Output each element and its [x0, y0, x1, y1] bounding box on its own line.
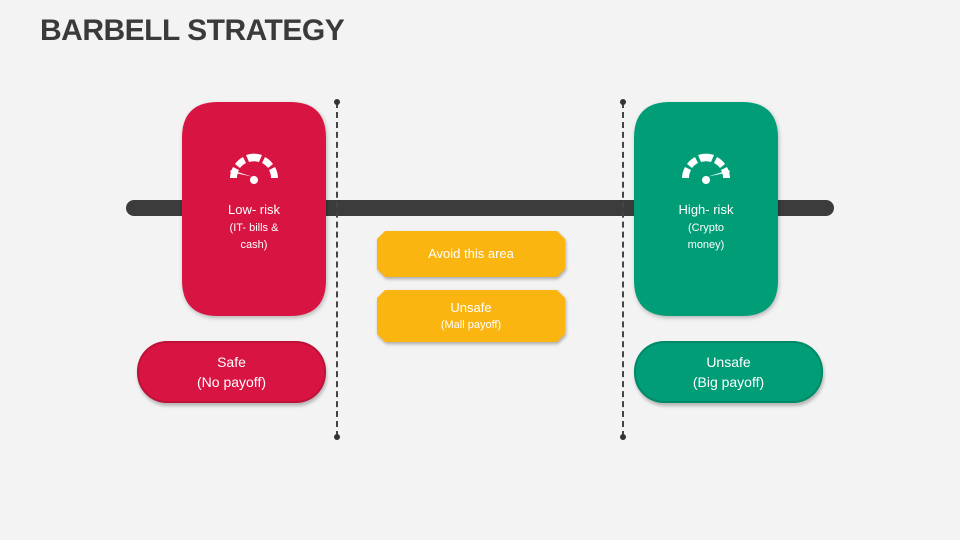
safe-pill-subtitle: (No payoff) [197, 374, 266, 390]
low-risk-sublabel: (IT- bills & cash) [182, 220, 326, 254]
weight-shape [182, 102, 326, 316]
small-payoff-label: Unsafe [450, 300, 492, 315]
weight-shape [634, 102, 778, 316]
page-title: BARBELL STRATEGY [40, 14, 345, 47]
left-divider [334, 99, 340, 440]
divider-dot [334, 434, 340, 440]
low-risk-label: Low- risk [227, 202, 280, 217]
sublabel-line: (Crypto [687, 222, 725, 234]
divider-dot [334, 99, 340, 105]
small-payoff-tag: Unsafe (Mall payoff) [377, 290, 565, 342]
sublabel-line: cash) [240, 239, 268, 251]
safe-pill: Safe (No payoff) [137, 341, 326, 403]
high-risk-sublabel: (Crypto money) [634, 220, 778, 254]
divider-dot [620, 434, 626, 440]
safe-pill-title: Safe [217, 354, 246, 370]
speedometer-high-icon [682, 153, 730, 184]
high-risk-weight: High- risk (Crypto money) [634, 102, 778, 316]
speedometer-low-icon [230, 153, 278, 184]
low-risk-weight: Low- risk (IT- bills & cash) [182, 102, 326, 316]
avoid-area-label: Avoid this area [428, 246, 514, 261]
divider-dot [620, 99, 626, 105]
sublabel-line: money) [687, 239, 725, 251]
small-payoff-sublabel: (Mall payoff) [440, 319, 502, 331]
right-divider [620, 99, 626, 440]
avoid-area-tag: Avoid this area [377, 231, 565, 277]
sublabel-line: (IT- bills & [229, 222, 279, 234]
high-risk-label: High- risk [678, 202, 734, 217]
unsafe-pill-title: Unsafe [706, 354, 751, 370]
unsafe-pill-subtitle: (Big payoff) [692, 374, 765, 390]
unsafe-pill: Unsafe (Big payoff) [634, 341, 823, 403]
